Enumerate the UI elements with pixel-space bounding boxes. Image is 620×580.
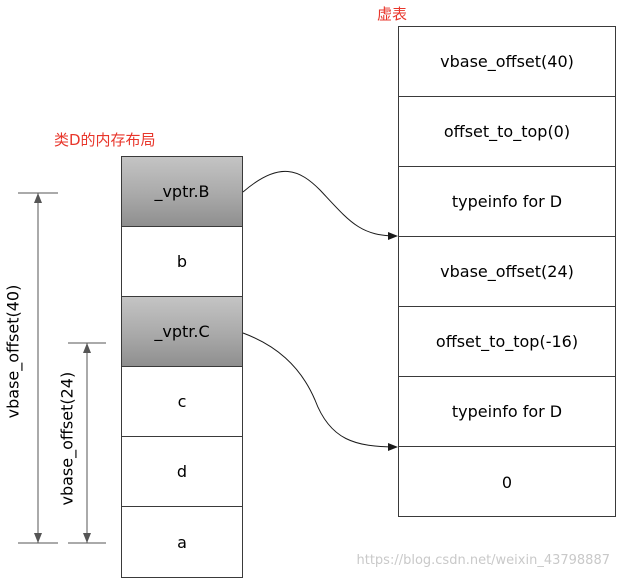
vtable-entry-typeinfo-2: typeinfo for D bbox=[399, 377, 615, 447]
dim-40-label: vbase_offset(40) bbox=[3, 284, 23, 419]
layout-cell-vptr-b: _vptr.B bbox=[122, 157, 242, 227]
vtable-title: 虚表 bbox=[377, 5, 408, 23]
dim-40-arrow-top bbox=[34, 193, 42, 203]
vtable-entry-vbase-offset-40: vbase_offset(40) bbox=[399, 27, 615, 97]
dim-24-arrow-bottom bbox=[83, 533, 91, 543]
layout-cell-b: b bbox=[122, 227, 242, 297]
watermark: https://blog.csdn.net/weixin_43798887 bbox=[356, 553, 610, 568]
class-d-memory-layout: _vptr.B b _vptr.C c d a bbox=[121, 156, 243, 578]
vtable-entry-offset-to-top-neg16: offset_to_top(-16) bbox=[399, 307, 615, 377]
dim-40-arrow-bottom bbox=[34, 533, 42, 543]
vptr-b-pointer-arrow bbox=[242, 171, 398, 240]
vtable-entry-offset-to-top-0: offset_to_top(0) bbox=[399, 97, 615, 167]
dim-24-arrow-top bbox=[83, 343, 91, 353]
layout-cell-d: d bbox=[122, 437, 242, 507]
dim-24-label: vbase_offset(24) bbox=[57, 371, 77, 506]
vtable: vbase_offset(40) offset_to_top(0) typein… bbox=[398, 26, 616, 517]
layout-cell-a: a bbox=[177, 532, 187, 552]
layout-title: 类D的内存布局 bbox=[54, 131, 156, 149]
vptr-c-pointer-arrow bbox=[242, 332, 398, 451]
layout-cell-vptr-c: _vptr.C bbox=[122, 297, 242, 367]
vtable-entry-typeinfo-1: typeinfo for D bbox=[399, 167, 615, 237]
vtable-entry-zero: 0 bbox=[501, 472, 513, 492]
vtable-entry-vbase-offset-24: vbase_offset(24) bbox=[399, 237, 615, 307]
layout-cell-c: c bbox=[122, 367, 242, 437]
